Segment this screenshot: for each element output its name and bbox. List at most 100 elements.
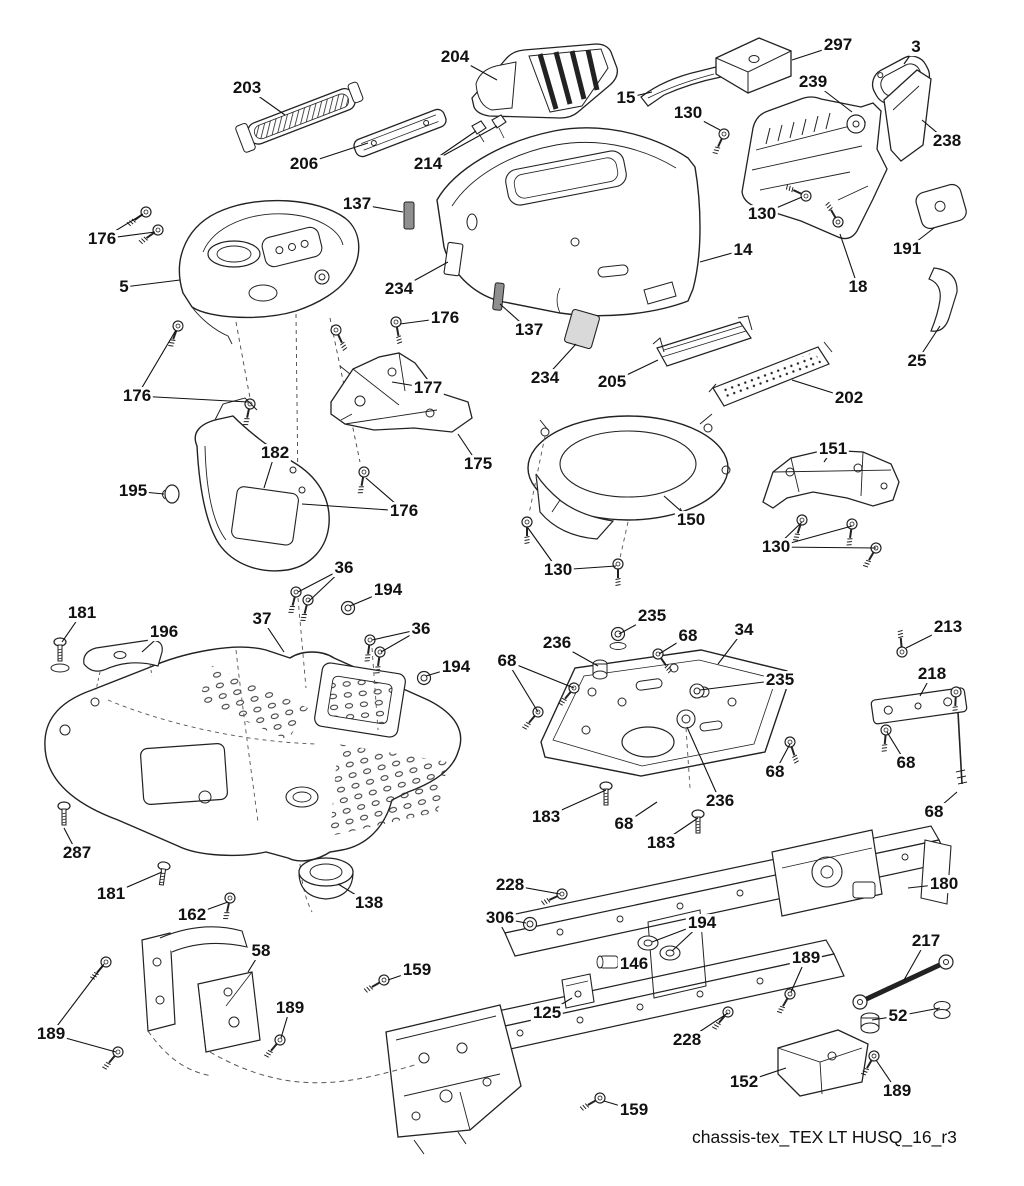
part-callout-287: 287 — [60, 843, 94, 863]
part-callout-159: 159 — [400, 960, 434, 980]
part-callout-36: 36 — [332, 558, 356, 578]
part-callout-228: 228 — [670, 1030, 704, 1050]
part-callout-177: 177 — [411, 378, 445, 398]
part-plate-234b — [564, 308, 600, 350]
leader-line-176 — [136, 329, 177, 397]
part-callout-238: 238 — [930, 131, 964, 151]
part-cover-297 — [715, 37, 792, 94]
part-bracket-25 — [928, 267, 958, 332]
part-callout-234: 234 — [528, 368, 562, 388]
part-callout-236: 236 — [703, 791, 737, 811]
part-callout-150: 150 — [674, 510, 708, 530]
part-callout-159: 159 — [617, 1100, 651, 1120]
part-callout-15: 15 — [614, 88, 638, 108]
part-callout-137: 137 — [512, 320, 546, 340]
part-callout-18: 18 — [846, 277, 870, 297]
part-trim-238 — [883, 69, 932, 162]
part-dash-trim-206 — [353, 108, 447, 158]
part-callout-213: 213 — [931, 617, 965, 637]
part-plate-234a — [443, 241, 464, 277]
part-callout-176: 176 — [428, 308, 462, 328]
part-callout-206: 206 — [287, 154, 321, 174]
part-callout-194: 194 — [439, 657, 473, 677]
part-stabilizer-rod-217 — [852, 954, 954, 1010]
part-callout-196: 196 — [147, 622, 181, 642]
part-callout-151: 151 — [816, 439, 850, 459]
leader-line-176 — [136, 395, 249, 403]
part-callout-235: 235 — [763, 670, 797, 690]
part-chassis-body-37 — [44, 646, 462, 913]
leader-line-5 — [123, 279, 181, 288]
part-callout-181: 181 — [94, 884, 128, 904]
part-callout-5: 5 — [117, 277, 131, 297]
part-callout-68: 68 — [495, 651, 519, 671]
part-callout-162: 162 — [175, 905, 209, 925]
part-callout-189: 189 — [880, 1081, 914, 1101]
diagram-footer-code: chassis-tex_TEX LT HUSQ_16_r3 — [692, 1127, 957, 1147]
part-callout-181: 181 — [65, 603, 99, 623]
part-callout-36: 36 — [409, 619, 433, 639]
part-callout-236: 236 — [540, 633, 574, 653]
part-dash-panel-14 — [436, 127, 701, 317]
part-callout-175: 175 — [461, 454, 495, 474]
part-dash-housing-5 — [178, 199, 360, 345]
part-callout-195: 195 — [116, 481, 150, 501]
part-callout-235: 235 — [635, 606, 669, 626]
fasteners-181-287-162 — [50, 637, 237, 922]
fasteners-130-bottom — [521, 435, 629, 587]
part-spacer-137a — [403, 201, 415, 230]
part-callout-180: 180 — [927, 874, 961, 894]
part-callout-34: 34 — [732, 620, 756, 640]
leader-line-236 — [686, 726, 721, 802]
part-callout-125: 125 — [530, 1003, 564, 1023]
part-callout-68: 68 — [922, 802, 946, 822]
part-engine-plate-34 — [540, 649, 790, 777]
part-callout-14: 14 — [731, 240, 755, 260]
part-callout-217: 217 — [909, 931, 943, 951]
part-bracket-58 — [141, 926, 419, 1084]
part-support-205 — [652, 315, 753, 367]
part-callout-68: 68 — [612, 814, 636, 834]
part-grommet-138 — [298, 857, 354, 900]
part-callout-189: 189 — [273, 998, 307, 1018]
part-callout-130: 130 — [745, 204, 779, 224]
part-callout-228: 228 — [493, 875, 527, 895]
part-dash-trim-203 — [235, 81, 364, 153]
part-grille-strip-202 — [708, 341, 833, 407]
part-callout-194: 194 — [685, 913, 719, 933]
part-callout-130: 130 — [541, 560, 575, 580]
part-side-panel-182 — [194, 397, 330, 572]
part-callout-189: 189 — [789, 948, 823, 968]
part-callout-189: 189 — [34, 1024, 68, 1044]
part-callout-138: 138 — [352, 893, 386, 913]
part-support-plate-175 — [330, 352, 473, 433]
part-callout-182: 182 — [258, 443, 292, 463]
part-callout-203: 203 — [230, 78, 264, 98]
part-callout-194: 194 — [371, 580, 405, 600]
part-callout-205: 205 — [595, 372, 629, 392]
fasteners-36-194 — [284, 584, 432, 731]
part-callout-130: 130 — [671, 103, 705, 123]
part-callout-37: 37 — [250, 609, 274, 629]
part-callout-239: 239 — [796, 72, 830, 92]
part-callout-191: 191 — [890, 239, 924, 259]
part-callout-176: 176 — [85, 229, 119, 249]
part-callout-152: 152 — [727, 1072, 761, 1092]
part-callout-183: 183 — [529, 807, 563, 827]
part-callout-176: 176 — [120, 386, 154, 406]
leader-line-130 — [775, 546, 877, 549]
part-callout-202: 202 — [832, 388, 866, 408]
part-callout-25: 25 — [905, 351, 929, 371]
part-callout-234: 234 — [382, 279, 416, 299]
part-bracket-196 — [83, 639, 163, 691]
fasteners-engine-plate — [519, 626, 803, 834]
part-callout-137: 137 — [340, 194, 374, 214]
part-bracket-218 — [870, 629, 968, 785]
part-callout-68: 68 — [676, 626, 700, 646]
part-bracket-152 — [777, 1029, 869, 1097]
part-bracket-151 — [762, 449, 900, 509]
part-callout-176: 176 — [387, 501, 421, 521]
